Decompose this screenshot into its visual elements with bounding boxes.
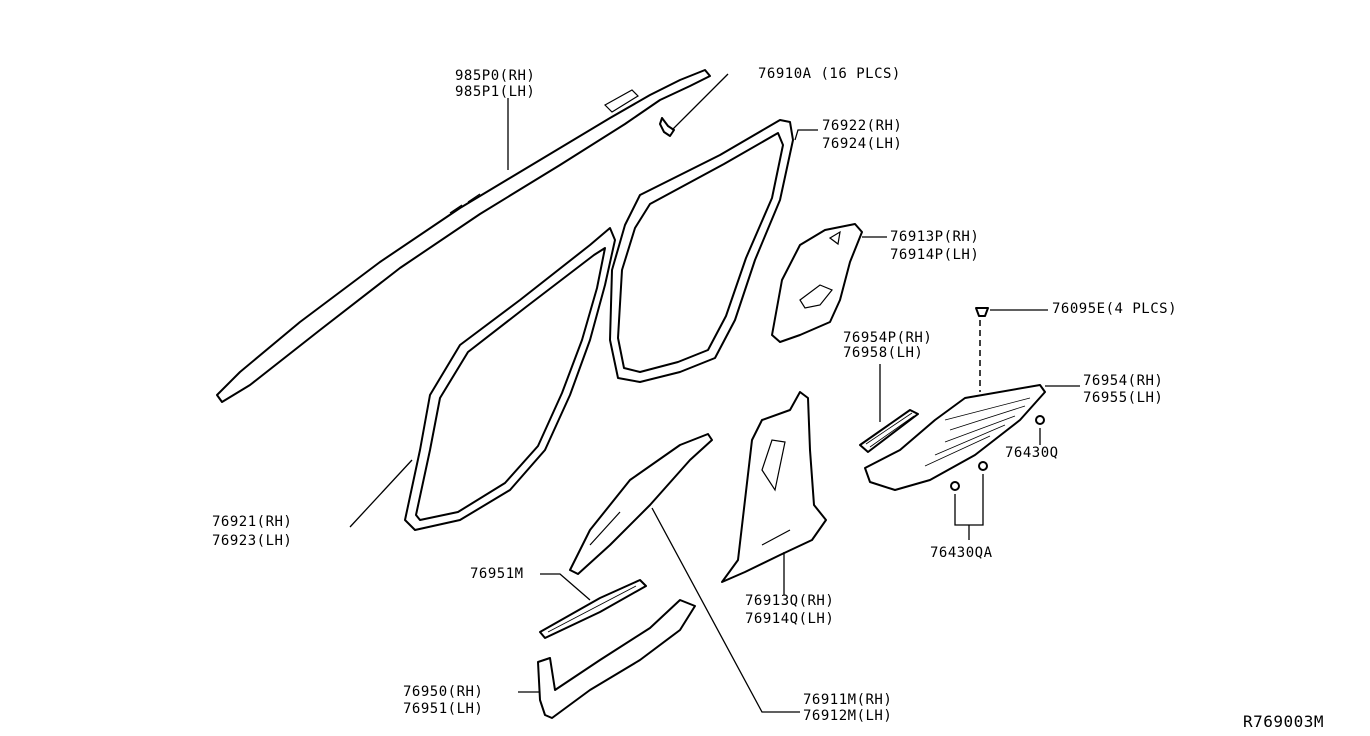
label-rear-weatherstrip-lh: 76924(LH) [822, 136, 903, 152]
label-rear-kick-lh: 76958(LH) [843, 345, 924, 361]
label-b-pillar-upper-lh: 76912M(LH) [803, 708, 893, 724]
label-clip-76430qa: 76430QA [930, 545, 993, 561]
label-b-pillar-upper-rh: 76911M(RH) [803, 692, 893, 708]
label-front-plate-rh: 76950(RH) [403, 684, 484, 700]
clip-76910a [659, 117, 675, 137]
label-clip-76910a: 76910A (16 PLCS) [758, 66, 901, 82]
rear-scuff-plate [864, 384, 1046, 491]
roof-rail-trim [216, 69, 711, 403]
front-kick-strip [539, 579, 647, 639]
label-b-pillar-lower-rh: 76913Q(RH) [745, 593, 835, 609]
clips-76430 [950, 415, 1045, 491]
label-front-weatherstrip-lh: 76923(LH) [212, 533, 293, 549]
label-rear-plate-rh: 76954(RH) [1083, 373, 1164, 389]
c-pillar-upper-trim [771, 223, 863, 343]
front-weatherstrip [404, 227, 616, 531]
rear-kick-strip [859, 409, 919, 453]
clip-76095e [975, 307, 989, 317]
label-rear-kick-rh: 76954P(RH) [843, 330, 933, 346]
front-scuff-plate [537, 599, 696, 719]
label-rear-plate-lh: 76955(LH) [1083, 390, 1164, 406]
label-roof-rail-lh: 985P1(LH) [455, 84, 536, 100]
label-rear-weatherstrip-rh: 76922(RH) [822, 118, 903, 134]
b-pillar-lower-trim [721, 391, 827, 583]
label-clip-76430q: 76430Q [1005, 445, 1059, 461]
rear-weatherstrip [609, 119, 794, 383]
label-front-weatherstrip-rh: 76921(RH) [212, 514, 293, 530]
b-pillar-upper-trim [569, 433, 713, 575]
diagram-reference-code: R769003M [1243, 712, 1325, 731]
label-clip-76095e: 76095E(4 PLCS) [1052, 301, 1178, 317]
label-roof-rail-rh: 985P0(RH) [455, 68, 536, 84]
label-c-pillar-upper-rh: 76913P(RH) [890, 229, 980, 245]
leader-lines [349, 73, 1080, 713]
label-front-plate-lh: 76951(LH) [403, 701, 484, 717]
label-b-pillar-lower-lh: 76914Q(LH) [745, 611, 835, 627]
label-front-kick: 76951M [470, 566, 524, 582]
label-c-pillar-upper-lh: 76914P(LH) [890, 247, 980, 263]
